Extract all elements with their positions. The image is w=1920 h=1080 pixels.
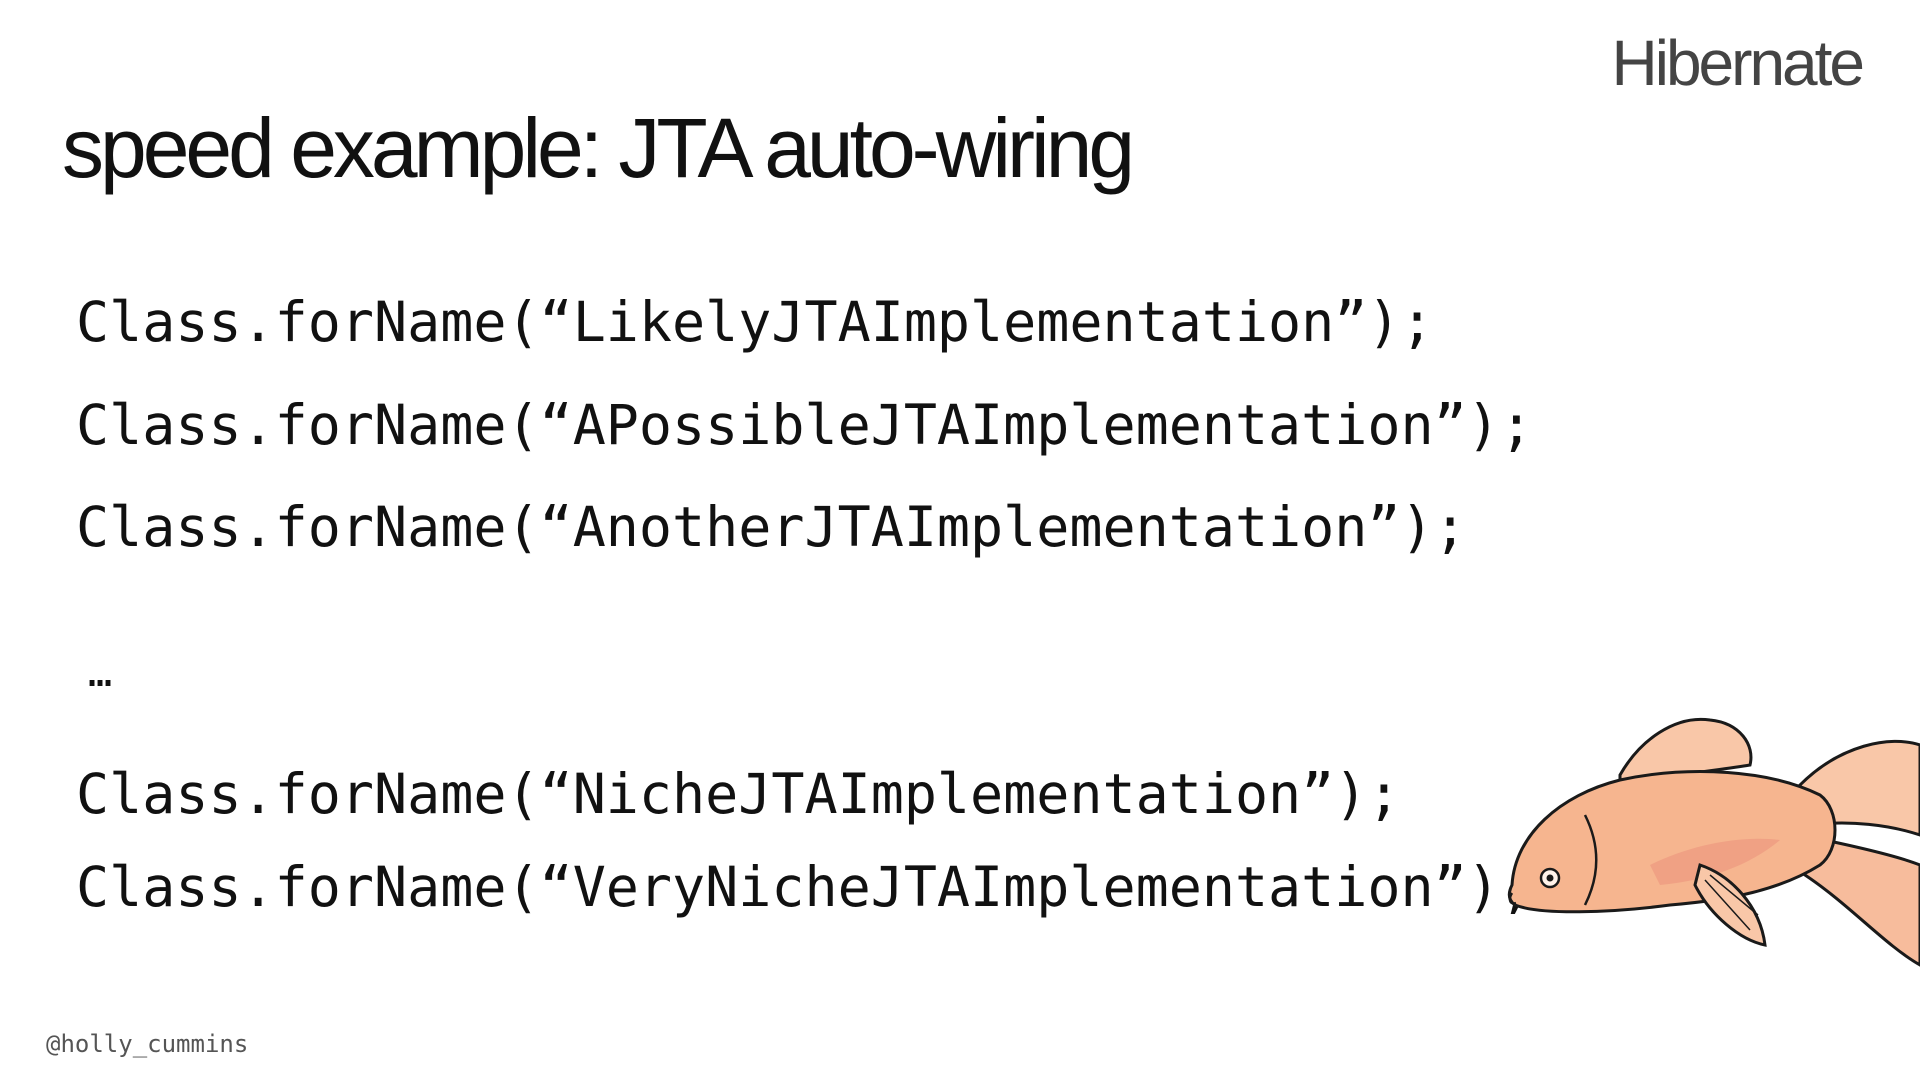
fish-pupil <box>1546 874 1554 882</box>
brand-wordmark: Hibernate <box>1611 27 1865 99</box>
code-line: Class.forName(“APossibleJTAImplementatio… <box>76 393 1533 457</box>
code-line: Class.forName(“LikelyJTAImplementation”)… <box>76 290 1434 354</box>
fish-body-shading <box>1650 838 1780 885</box>
goldfish-illustration <box>1507 717 1920 967</box>
author-handle: @holly_cummins <box>46 1030 249 1058</box>
fish-pectoral-fin <box>1693 863 1767 947</box>
code-line: Class.forName(“NicheJTAImplementation”); <box>76 762 1401 826</box>
fish-fin-ray <box>1704 874 1759 931</box>
code-line: Class.forName(“AnotherJTAImplementation”… <box>76 495 1467 559</box>
slide-title: speed example: JTA auto-wiring <box>62 101 1135 195</box>
fish-gill-line <box>1583 814 1598 906</box>
code-ellipsis: … <box>88 650 113 696</box>
fish-mouth <box>1508 892 1517 905</box>
fish-body <box>1507 770 1837 914</box>
code-line: Class.forName(“VeryNicheJTAImplementatio… <box>76 855 1533 919</box>
